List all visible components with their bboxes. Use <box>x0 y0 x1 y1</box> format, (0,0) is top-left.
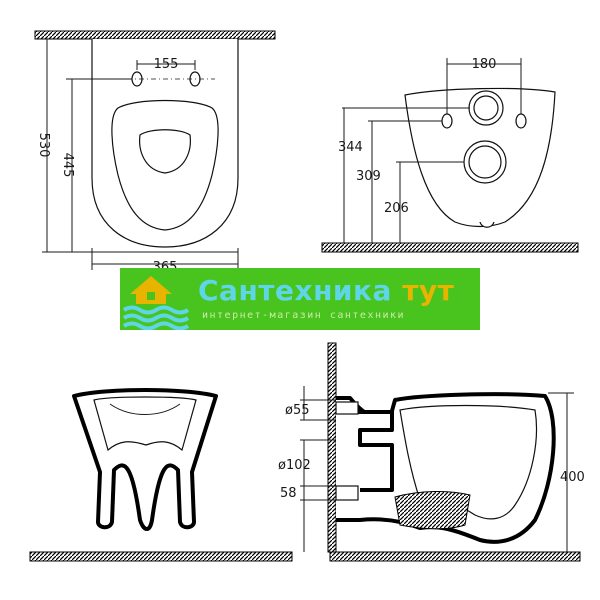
pipe-height-label: 206 <box>384 201 409 216</box>
rear-hole-left <box>441 113 453 129</box>
watermark-banner: Сантехника тут интернет-магазин сантехни… <box>120 268 480 330</box>
outlet-height-label: 58 <box>280 486 297 501</box>
d102-label: ø102 <box>278 458 311 473</box>
side-section: ø55 ø102 58 400 <box>278 342 585 562</box>
front-section <box>29 388 293 562</box>
house-waves-icon <box>122 276 190 330</box>
rear-hole-right <box>515 113 527 129</box>
outlet-pipe <box>335 485 359 501</box>
house-window-icon <box>147 292 155 300</box>
watermark-background <box>120 268 480 330</box>
front-rim-line <box>109 403 181 415</box>
brand-tagline: интернет-магазин сантехники <box>202 310 406 321</box>
hole-spacing-label: 155 <box>154 57 179 72</box>
rear-outlet <box>479 221 495 228</box>
hole-height-rear-label: 309 <box>356 169 381 184</box>
floor-hatch-top-right <box>321 242 579 253</box>
waves-icon <box>122 305 190 330</box>
trap-channel <box>350 410 394 492</box>
brand-accent: тут <box>402 274 455 307</box>
wall-hatch-side <box>327 342 337 553</box>
inlet-pipe <box>335 401 359 415</box>
brand-name: Сантехника <box>198 274 392 307</box>
top-view: 155 530 445 365 <box>34 30 276 275</box>
front-bowl-inner <box>93 396 197 452</box>
brand-title: Сантехника тут <box>198 274 454 307</box>
outlet-circle-inner <box>468 145 502 179</box>
inlet-circle-inner <box>473 95 499 121</box>
hole-height-label: 445 <box>60 153 75 178</box>
wall-hatch-top-left <box>34 30 276 40</box>
seat-inner-top <box>139 129 191 174</box>
rim-height-label: 400 <box>560 470 585 485</box>
floor-hatch-bottom-right <box>329 551 581 562</box>
rear-spacing-label: 180 <box>472 57 497 72</box>
floor-hatch-bottom-left <box>29 551 293 562</box>
trap-water <box>394 490 471 530</box>
upper-height-label: 344 <box>338 140 363 155</box>
rear-view: 180 344 309 206 <box>321 57 579 253</box>
side-bowl-inner <box>399 404 538 520</box>
d55-label: ø55 <box>285 403 310 418</box>
total-height-label: 530 <box>36 133 51 158</box>
house-icon <box>130 276 172 304</box>
